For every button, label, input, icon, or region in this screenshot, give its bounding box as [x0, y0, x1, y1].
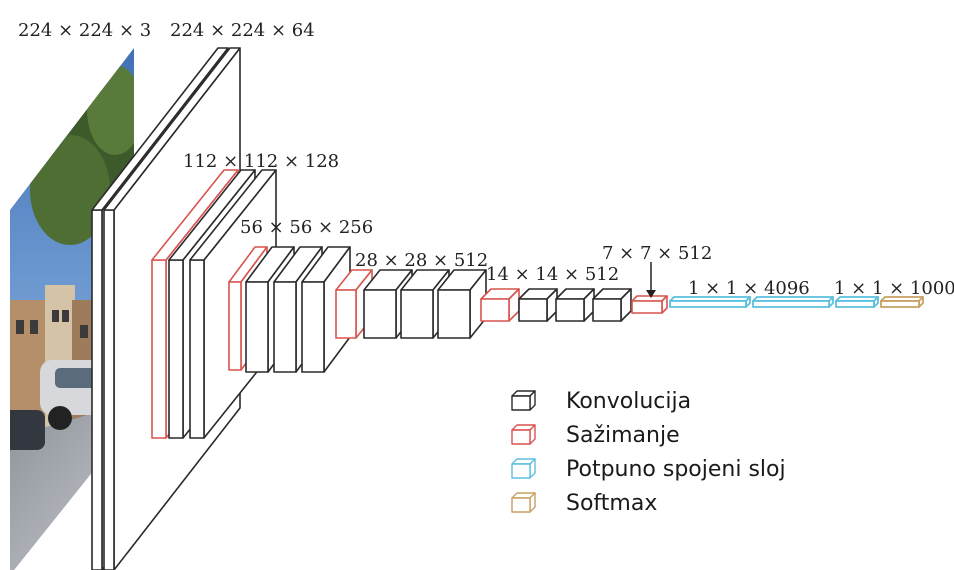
conv3-dim-label: 56 × 56 × 256	[240, 217, 373, 238]
conv5-block-2	[555, 288, 595, 322]
legend-cube-icon	[511, 424, 536, 445]
fc3-block	[835, 296, 879, 308]
legend-label: Potpuno spojeni sloj	[566, 457, 786, 482]
input-dim-label: 224 × 224 × 3	[18, 20, 151, 41]
conv3-block-3	[301, 246, 351, 373]
fc3-dim-label: 1 × 1 × 1000	[834, 278, 954, 299]
conv4-block-3	[437, 269, 487, 339]
legend-item: Potpuno spojeni sloj	[511, 457, 786, 482]
legend-label: Sažimanje	[566, 423, 680, 448]
pool5-dim-label: 7 × 7 × 512	[602, 243, 712, 264]
legend-label: Softmax	[566, 491, 657, 516]
fc1-block	[669, 296, 751, 308]
pool4-block	[480, 288, 520, 322]
conv2-dim-label: 112 × 112 × 128	[183, 151, 339, 172]
legend-cube-icon	[511, 492, 536, 513]
legend-item: Konvolucija	[511, 389, 691, 414]
conv4-dim-label: 28 × 28 × 512	[355, 250, 488, 271]
pool5-arrow	[646, 262, 656, 298]
fc2-block	[752, 296, 834, 308]
fc1-dim-label: 1 × 1 × 4096	[688, 278, 810, 299]
pool5-block	[631, 295, 668, 314]
legend-label: Konvolucija	[566, 389, 691, 414]
conv1-dim-label: 224 × 224 × 64	[170, 20, 315, 41]
legend-item: Softmax	[511, 491, 657, 516]
legend-cube-icon	[511, 390, 536, 411]
conv5-dim-label: 14 × 14 × 512	[486, 264, 619, 285]
conv5-block-3	[592, 288, 632, 322]
legend-cube-icon	[511, 458, 536, 479]
softmax-block	[880, 296, 924, 308]
conv5-block-1	[518, 288, 558, 322]
legend-item: Sažimanje	[511, 423, 680, 448]
